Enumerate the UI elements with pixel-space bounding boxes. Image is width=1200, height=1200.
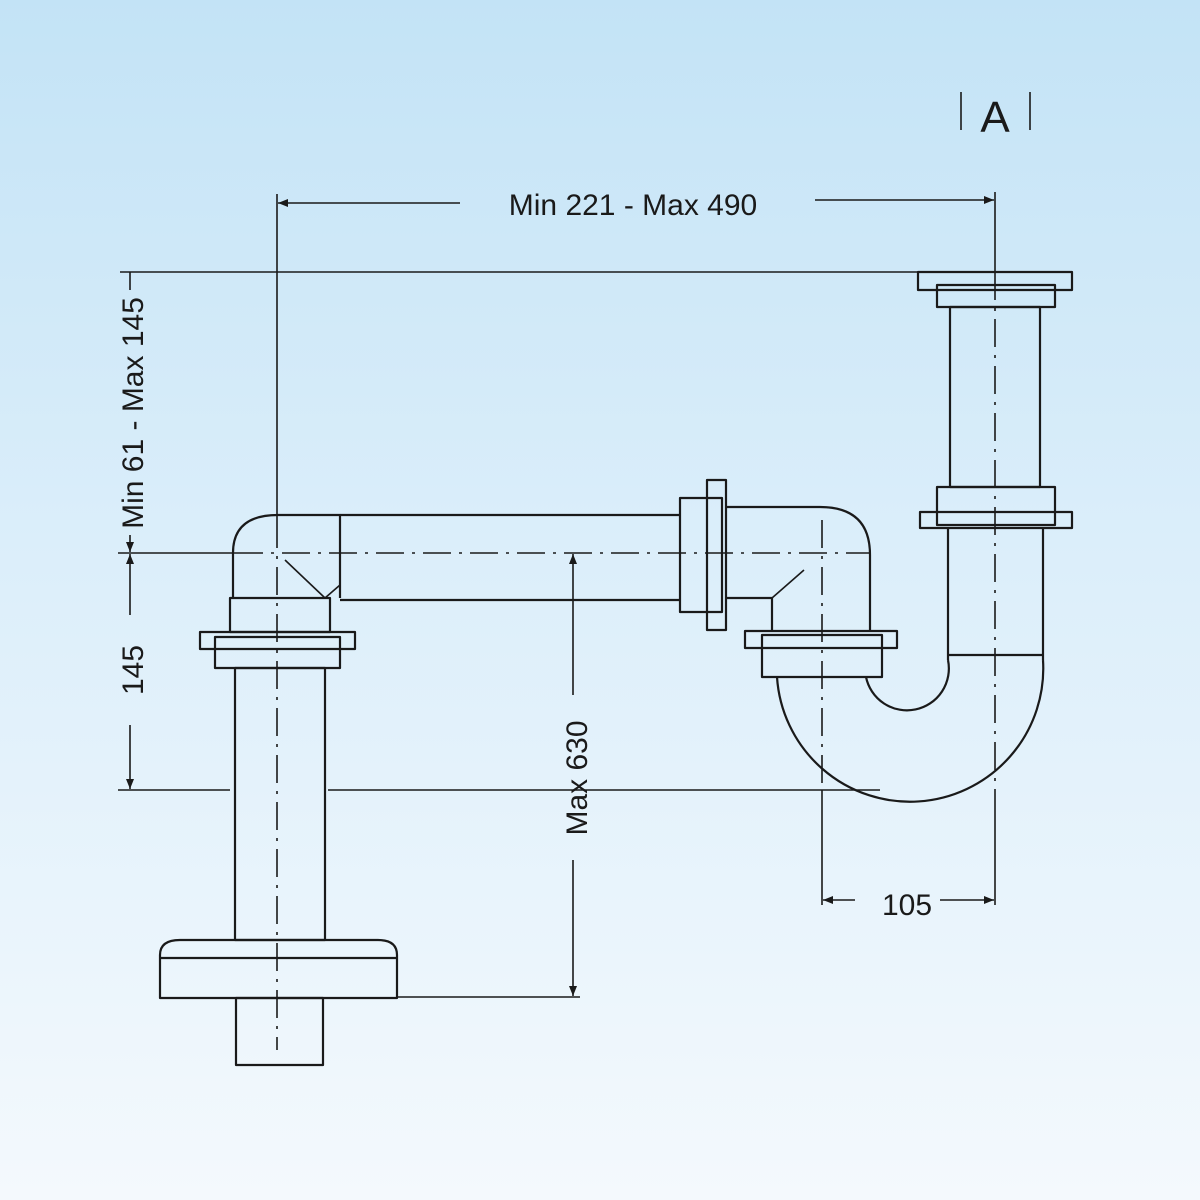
width-dimension-text: Min 221 - Max 490 [509, 189, 757, 222]
left-elbow [231, 513, 342, 599]
u-bend [775, 659, 1045, 803]
left-nut [198, 596, 357, 670]
wall-standpipe [158, 666, 399, 1067]
max-height-text: Max 630 [561, 720, 594, 835]
offset-dimension: 105 [823, 889, 994, 922]
view-label: A [960, 92, 1031, 142]
horizontal-pipe [340, 513, 680, 602]
max-height-dimension: Max 630 [561, 554, 594, 996]
height-range-dimension: Min 61 - Max 145 [117, 272, 150, 552]
offset-text: 105 [882, 889, 932, 922]
middle-coupling [678, 478, 728, 632]
right-vertical-pipe [916, 270, 1074, 660]
lower-height-dimension: 145 [117, 554, 150, 789]
view-label-text: A [980, 93, 1010, 142]
lower-height-text: 145 [117, 645, 150, 695]
height-range-text: Min 61 - Max 145 [117, 297, 150, 529]
right-nut [743, 629, 899, 679]
right-elbow [726, 505, 872, 630]
width-dimension: Min 221 - Max 490 [278, 189, 994, 222]
